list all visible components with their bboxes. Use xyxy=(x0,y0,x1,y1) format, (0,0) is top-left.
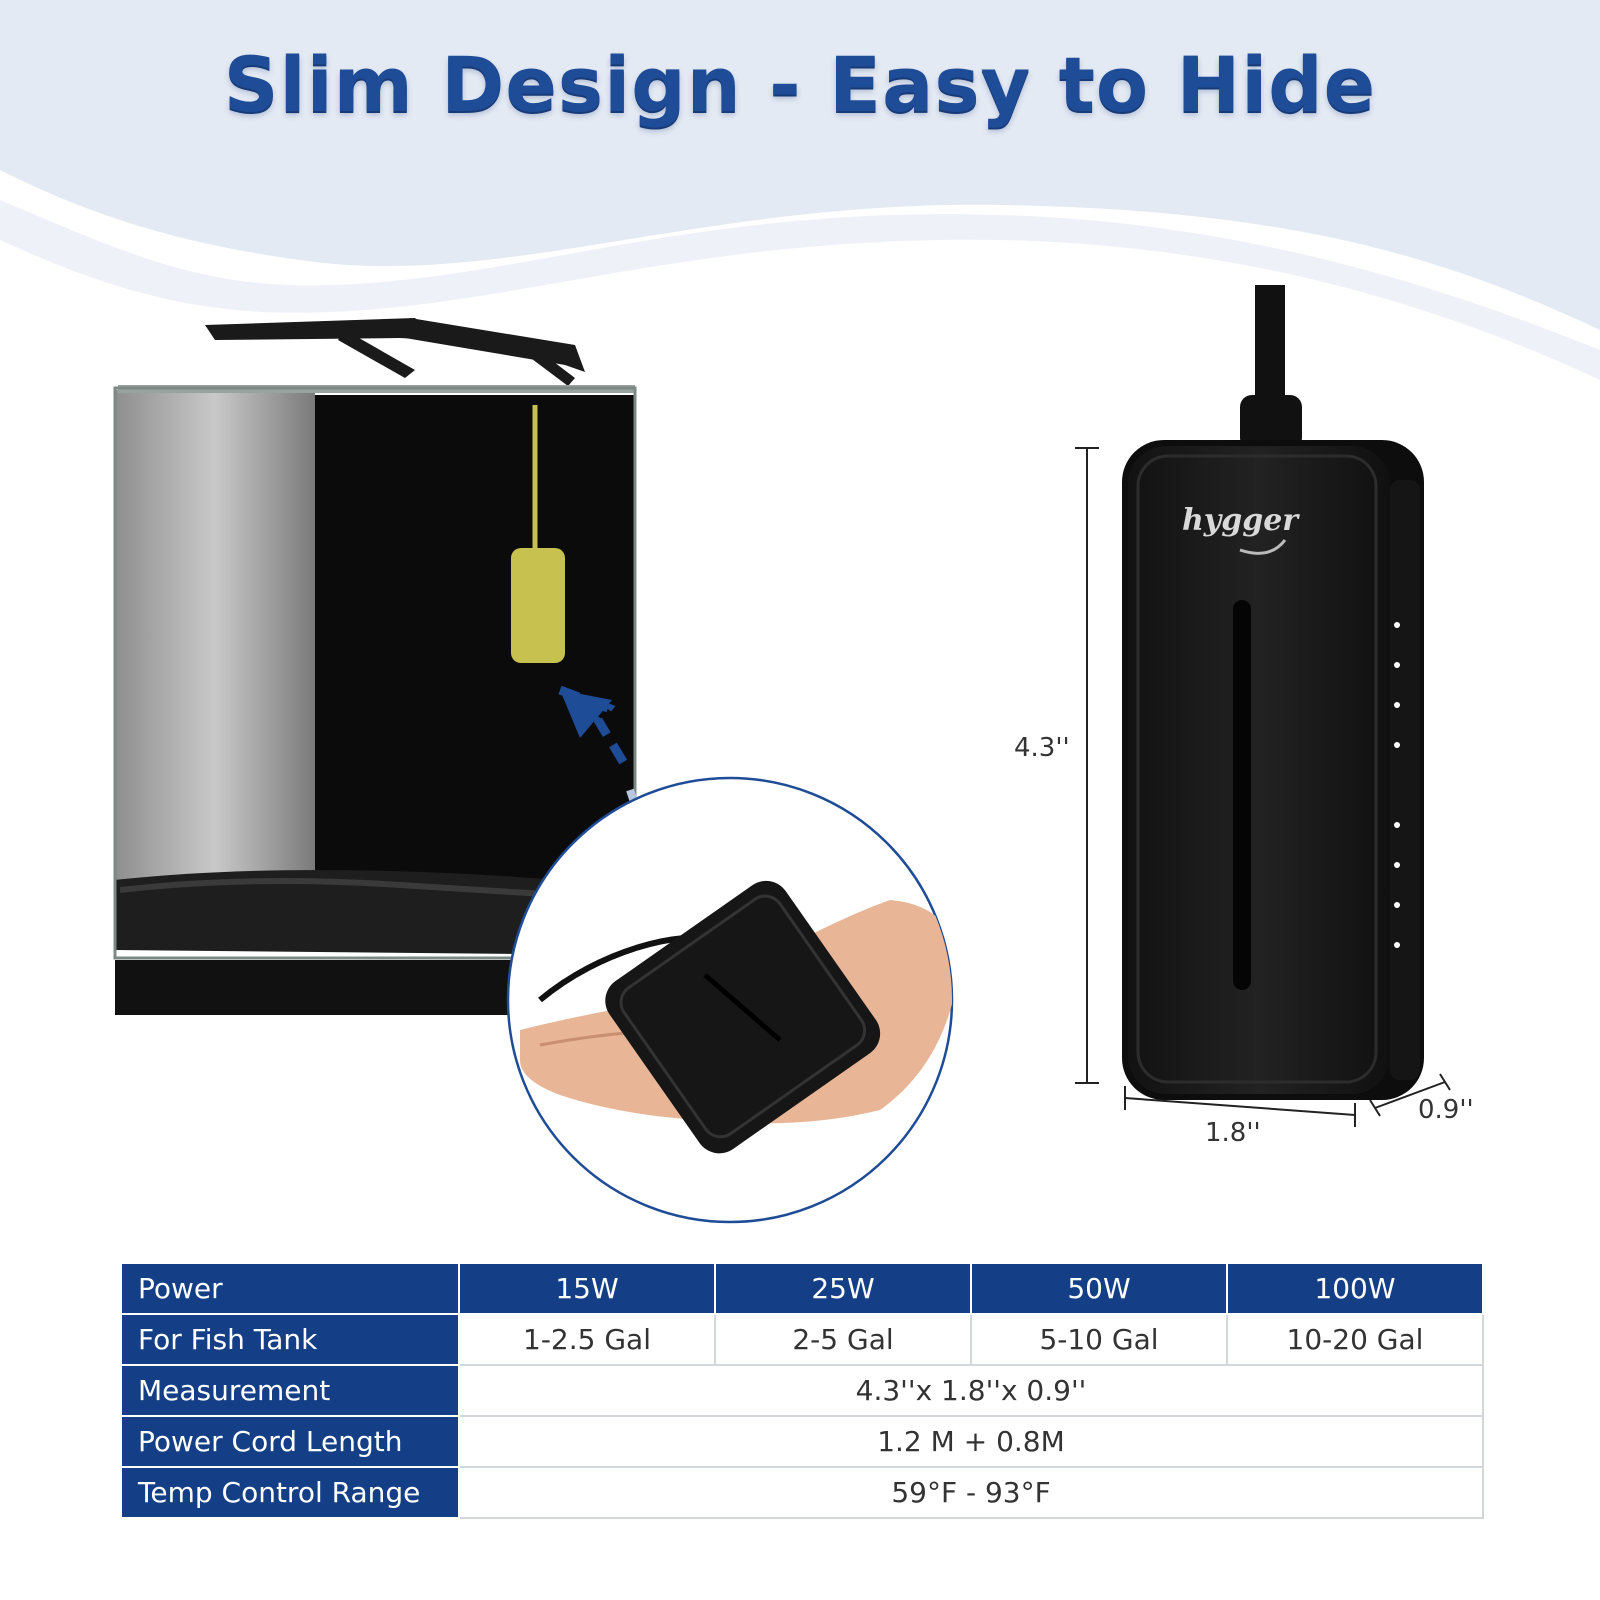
table-cell: 2-5 Gal xyxy=(714,1313,972,1366)
table-cell: 5-10 Gal xyxy=(970,1313,1228,1366)
spec-table: Power 15W 25W 50W 100W For Fish Tank 1-2… xyxy=(120,1262,1484,1519)
aquarium-illustration xyxy=(113,318,649,1015)
hand-circle-illustration xyxy=(506,776,954,1224)
width-dimension-label: 1.8'' xyxy=(1205,1118,1261,1148)
table-row: Power 15W 25W 50W 100W xyxy=(120,1262,1484,1315)
table-row: Temp Control Range 59°F - 93°F xyxy=(120,1466,1484,1519)
table-row: Power Cord Length 1.2 M + 0.8M xyxy=(120,1415,1484,1468)
heater-illustration xyxy=(1122,285,1424,1100)
row-label: Power xyxy=(120,1262,460,1315)
dimension-lines xyxy=(1075,447,1451,1127)
float-sensor xyxy=(511,548,565,663)
row-label: For Fish Tank xyxy=(120,1313,460,1366)
hide-arrow-icon xyxy=(558,685,632,773)
brand-logo: hygger xyxy=(1182,503,1299,538)
row-label: Temp Control Range xyxy=(120,1466,460,1519)
row-label: Power Cord Length xyxy=(120,1415,460,1468)
table-cell: 100W xyxy=(1226,1262,1484,1315)
table-row: For Fish Tank 1-2.5 Gal 2-5 Gal 5-10 Gal… xyxy=(120,1313,1484,1366)
table-cell: 1.2 M + 0.8M xyxy=(458,1415,1484,1468)
table-row: Measurement 4.3''x 1.8''x 0.9'' xyxy=(120,1364,1484,1417)
table-cell: 15W xyxy=(458,1262,716,1315)
background-wave xyxy=(0,0,1600,330)
table-cell: 4.3''x 1.8''x 0.9'' xyxy=(458,1364,1484,1417)
table-cell: 25W xyxy=(714,1262,972,1315)
depth-dimension-label: 0.9'' xyxy=(1418,1095,1474,1125)
headline: Slim Design - Easy to Hide xyxy=(223,40,1377,129)
table-cell: 59°F - 93°F xyxy=(458,1466,1484,1519)
table-cell: 1-2.5 Gal xyxy=(458,1313,716,1366)
height-dimension-label: 4.3'' xyxy=(1014,733,1070,763)
table-cell: 50W xyxy=(970,1262,1228,1315)
row-label: Measurement xyxy=(120,1364,460,1417)
table-cell: 10-20 Gal xyxy=(1226,1313,1484,1366)
background-wave-stripe xyxy=(0,200,1600,380)
